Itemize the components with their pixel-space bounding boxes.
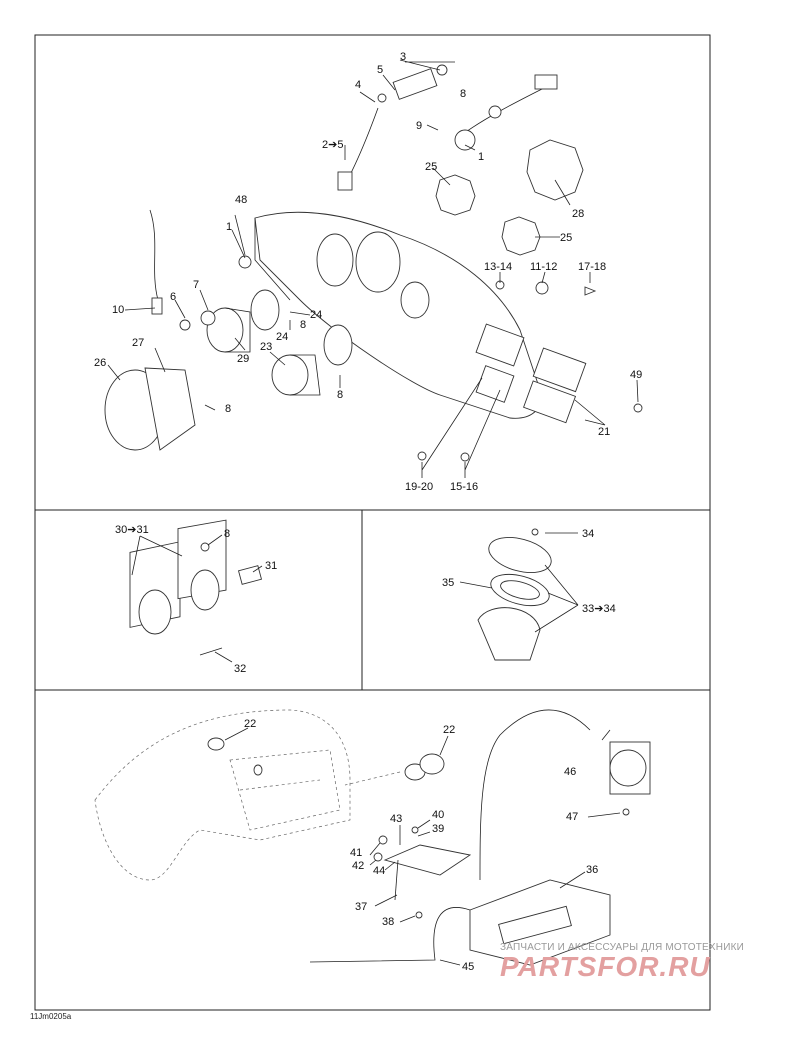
- label-8-b: 8: [300, 319, 306, 331]
- label-43: 43: [390, 813, 402, 825]
- watermark: ЗАПЧАСТИ И АКСЕССУАРЫ ДЛЯ МОТОТЕХНИКИ PA…: [500, 942, 790, 983]
- label-34: 34: [582, 528, 594, 540]
- label-29: 29: [237, 353, 249, 365]
- label-31: 31: [265, 560, 277, 572]
- label-21: 21: [598, 426, 610, 438]
- reference-code: 11Jm0205a: [30, 1012, 72, 1021]
- label-25-a: 25: [425, 161, 437, 173]
- label-32: 32: [234, 663, 246, 675]
- label-36: 36: [586, 864, 598, 876]
- label-38: 38: [382, 916, 394, 928]
- label-30-31: 30➔31: [115, 524, 149, 536]
- label-8-c: 8: [337, 389, 343, 401]
- console-shell: [94, 709, 351, 881]
- hour-meter-assembly: [129, 519, 263, 663]
- label-39: 39: [432, 823, 444, 835]
- label-19-20: 19-20: [405, 481, 433, 493]
- label-3: 3: [400, 51, 406, 63]
- leaders-top: [107, 59, 639, 478]
- watermark-logo: PARTSFOR.RU: [500, 951, 711, 982]
- label-24-a: 24: [310, 309, 322, 321]
- label-37: 37: [355, 901, 367, 913]
- label-24-b: 24: [276, 331, 288, 343]
- labels-middle-right: 34 35 33➔34: [442, 528, 616, 615]
- leaders-bottom: [224, 727, 621, 966]
- label-25-b: 25: [560, 232, 572, 244]
- label-33-34: 33➔34: [582, 603, 616, 615]
- label-35: 35: [442, 577, 454, 589]
- switch-panels: [417, 280, 643, 462]
- label-44: 44: [373, 865, 385, 877]
- label-7: 7: [193, 279, 199, 291]
- key-switch-harness: [337, 64, 558, 191]
- label-45: 45: [462, 961, 474, 973]
- labels-middle-left: 30➔31 8 31 32: [115, 524, 277, 675]
- label-28: 28: [572, 208, 584, 220]
- label-8-e: 8: [224, 528, 230, 540]
- label-10: 10: [112, 304, 124, 316]
- label-22-a: 22: [244, 718, 256, 730]
- labels-top: 3 5 4 8 2➔5 9 1 25 28 48 1 25 13-14 11-1…: [94, 51, 642, 493]
- label-41: 41: [350, 847, 362, 859]
- label-6: 6: [170, 291, 176, 303]
- label-17-18: 17-18: [578, 261, 606, 273]
- label-13-14: 13-14: [484, 261, 512, 273]
- label-5: 5: [377, 64, 383, 76]
- label-47: 47: [566, 811, 578, 823]
- label-2-5: 2➔5: [322, 139, 343, 151]
- label-22-b: 22: [443, 724, 455, 736]
- label-4: 4: [355, 79, 361, 91]
- label-48: 48: [235, 194, 247, 206]
- labels-bottom: 22 22 46 47 43 40 39 41 42 44 36 37 38 4…: [244, 718, 598, 973]
- label-42: 42: [352, 860, 364, 872]
- label-9: 9: [416, 120, 422, 132]
- label-26: 26: [94, 357, 106, 369]
- label-46: 46: [564, 766, 576, 778]
- label-1: 1: [478, 151, 484, 163]
- label-1-b: 1: [226, 221, 232, 233]
- dashboard-console: [254, 211, 542, 419]
- label-49: 49: [630, 369, 642, 381]
- label-8-d: 8: [225, 403, 231, 415]
- watermark-line: ЗАПЧАСТИ И АКСЕССУАРЫ ДЛЯ МОТОТЕХНИКИ: [500, 942, 745, 953]
- gauges: [104, 209, 321, 451]
- power-outlet: [344, 753, 445, 786]
- label-8: 8: [460, 88, 466, 100]
- label-27: 27: [132, 337, 144, 349]
- outer-frame: [34, 34, 711, 1011]
- gauge-rings: [250, 139, 584, 366]
- label-11-12: 11-12: [530, 261, 557, 273]
- radio-and-speaker: [309, 709, 651, 966]
- vent-assembly: [459, 528, 579, 661]
- label-40: 40: [432, 809, 444, 821]
- label-23: 23: [260, 341, 272, 353]
- label-15-16: 15-16: [450, 481, 478, 493]
